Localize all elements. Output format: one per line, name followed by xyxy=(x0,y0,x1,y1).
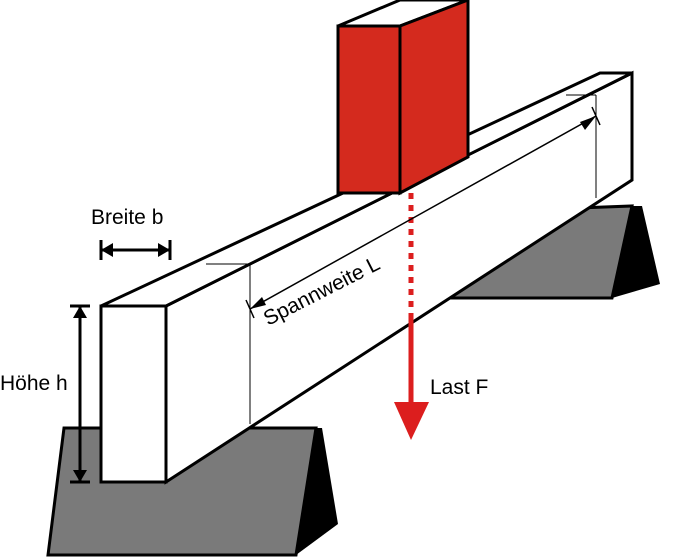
load-block xyxy=(336,0,470,196)
support-right-side xyxy=(612,206,660,298)
height-dimension: Höhe h xyxy=(0,304,90,484)
height-label: Höhe h xyxy=(0,372,68,395)
load-arrow xyxy=(394,193,429,440)
span-arrow-left-icon xyxy=(250,297,266,309)
height-arrow-top-icon xyxy=(73,306,87,318)
span-dimension-line xyxy=(249,115,597,310)
load-block-edge xyxy=(337,0,401,28)
width-arrow-left-icon xyxy=(101,243,113,257)
span-tick-right xyxy=(591,106,601,126)
span-arrow-right-icon xyxy=(580,116,596,130)
span-tick-left xyxy=(245,299,255,319)
load-block-side xyxy=(398,0,470,196)
load-label: Last F xyxy=(430,376,488,399)
load-block-front xyxy=(336,24,402,195)
support-left-side xyxy=(296,428,338,555)
beam-end-face xyxy=(99,304,168,484)
width-arrow-right-icon xyxy=(158,243,170,257)
width-dimension: Breite b xyxy=(91,206,172,260)
width-label: Breite b xyxy=(91,206,163,229)
height-arrow-bottom-icon xyxy=(73,470,87,482)
arrow-down-icon xyxy=(394,402,429,440)
